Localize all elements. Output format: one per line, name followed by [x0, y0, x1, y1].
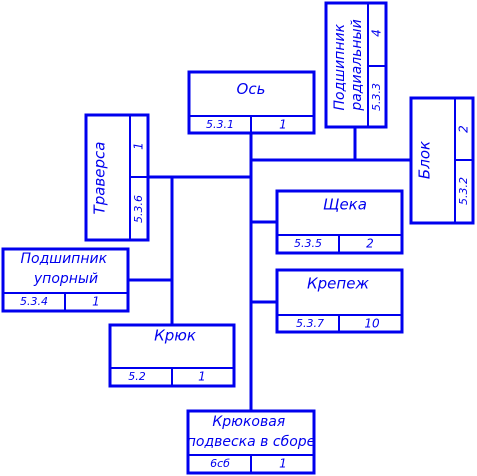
svg-text:Подшипник радиальный: Подшипник радиальный: [332, 19, 365, 111]
unit-code: 5.3.3: [370, 83, 383, 111]
unit-qty: 2: [366, 237, 374, 251]
unit-name: Ось: [237, 80, 266, 98]
svg-text:Ось: Ось: [237, 80, 266, 98]
unit-code: 5.2: [128, 370, 146, 383]
unit-code: 5.3.5: [294, 237, 322, 250]
unit-qty: 4: [370, 29, 384, 37]
unit-qty: 1: [198, 370, 206, 384]
unit-name: подвеска в сборе: [187, 434, 316, 450]
unit-qty: 2: [457, 125, 471, 133]
unit-code: 6сб: [210, 457, 230, 470]
connector-lines: [127, 127, 418, 412]
unit-traversa: Траверса 5.3.6 1: [84, 113, 150, 242]
unit-name: Крюк: [154, 327, 196, 345]
unit-code: 5.3.4: [20, 295, 48, 308]
unit-name: Траверса: [91, 142, 109, 215]
svg-text:Подшипник упорный: Подшипник упорный: [21, 251, 112, 287]
unit-name: упорный: [33, 271, 98, 287]
unit-name: Щека: [323, 196, 367, 214]
unit-shcheka: Щека 5.3.5 2: [275, 189, 404, 255]
unit-blok: Блок 5.3.2 2: [409, 96, 475, 225]
unit-name: Блок: [416, 141, 434, 179]
unit-podshipnik-radialnyi: Подшипник радиальный 5.3.3 4: [324, 1, 388, 129]
unit-name: Крепеж: [307, 275, 369, 293]
unit-code: 5.3.6: [132, 195, 145, 223]
unit-krepezh: Крепеж 5.3.7 10: [275, 268, 404, 334]
unit-qty: 1: [132, 142, 146, 150]
unit-kryukovaya-podveska: Крюковая подвеска в сборе 6сб 1: [186, 409, 316, 475]
unit-code: 5.3.1: [206, 118, 234, 131]
unit-code: 5.3.2: [457, 177, 470, 205]
unit-name: Подшипник: [332, 23, 348, 110]
unit-podshipnik-upornyi: Подшипник упорный 5.3.4 1: [1, 247, 130, 313]
unit-name: Крюковая: [212, 414, 285, 430]
unit-name: радиальный: [349, 19, 365, 111]
unit-qty: 1: [92, 295, 100, 309]
unit-os: Ось 5.3.1 1: [187, 70, 316, 135]
unit-qty: 1: [279, 457, 287, 471]
unit-name: Подшипник: [21, 251, 108, 267]
unit-code: 5.3.7: [296, 317, 324, 330]
unit-qty: 10: [364, 317, 380, 331]
svg-text:Крюковая подвеска в сбор: Крюковая подвеска в сборе: [187, 414, 316, 450]
unit-kryuk: Крюк 5.2 1: [108, 323, 236, 388]
unit-qty: 1: [279, 118, 287, 132]
